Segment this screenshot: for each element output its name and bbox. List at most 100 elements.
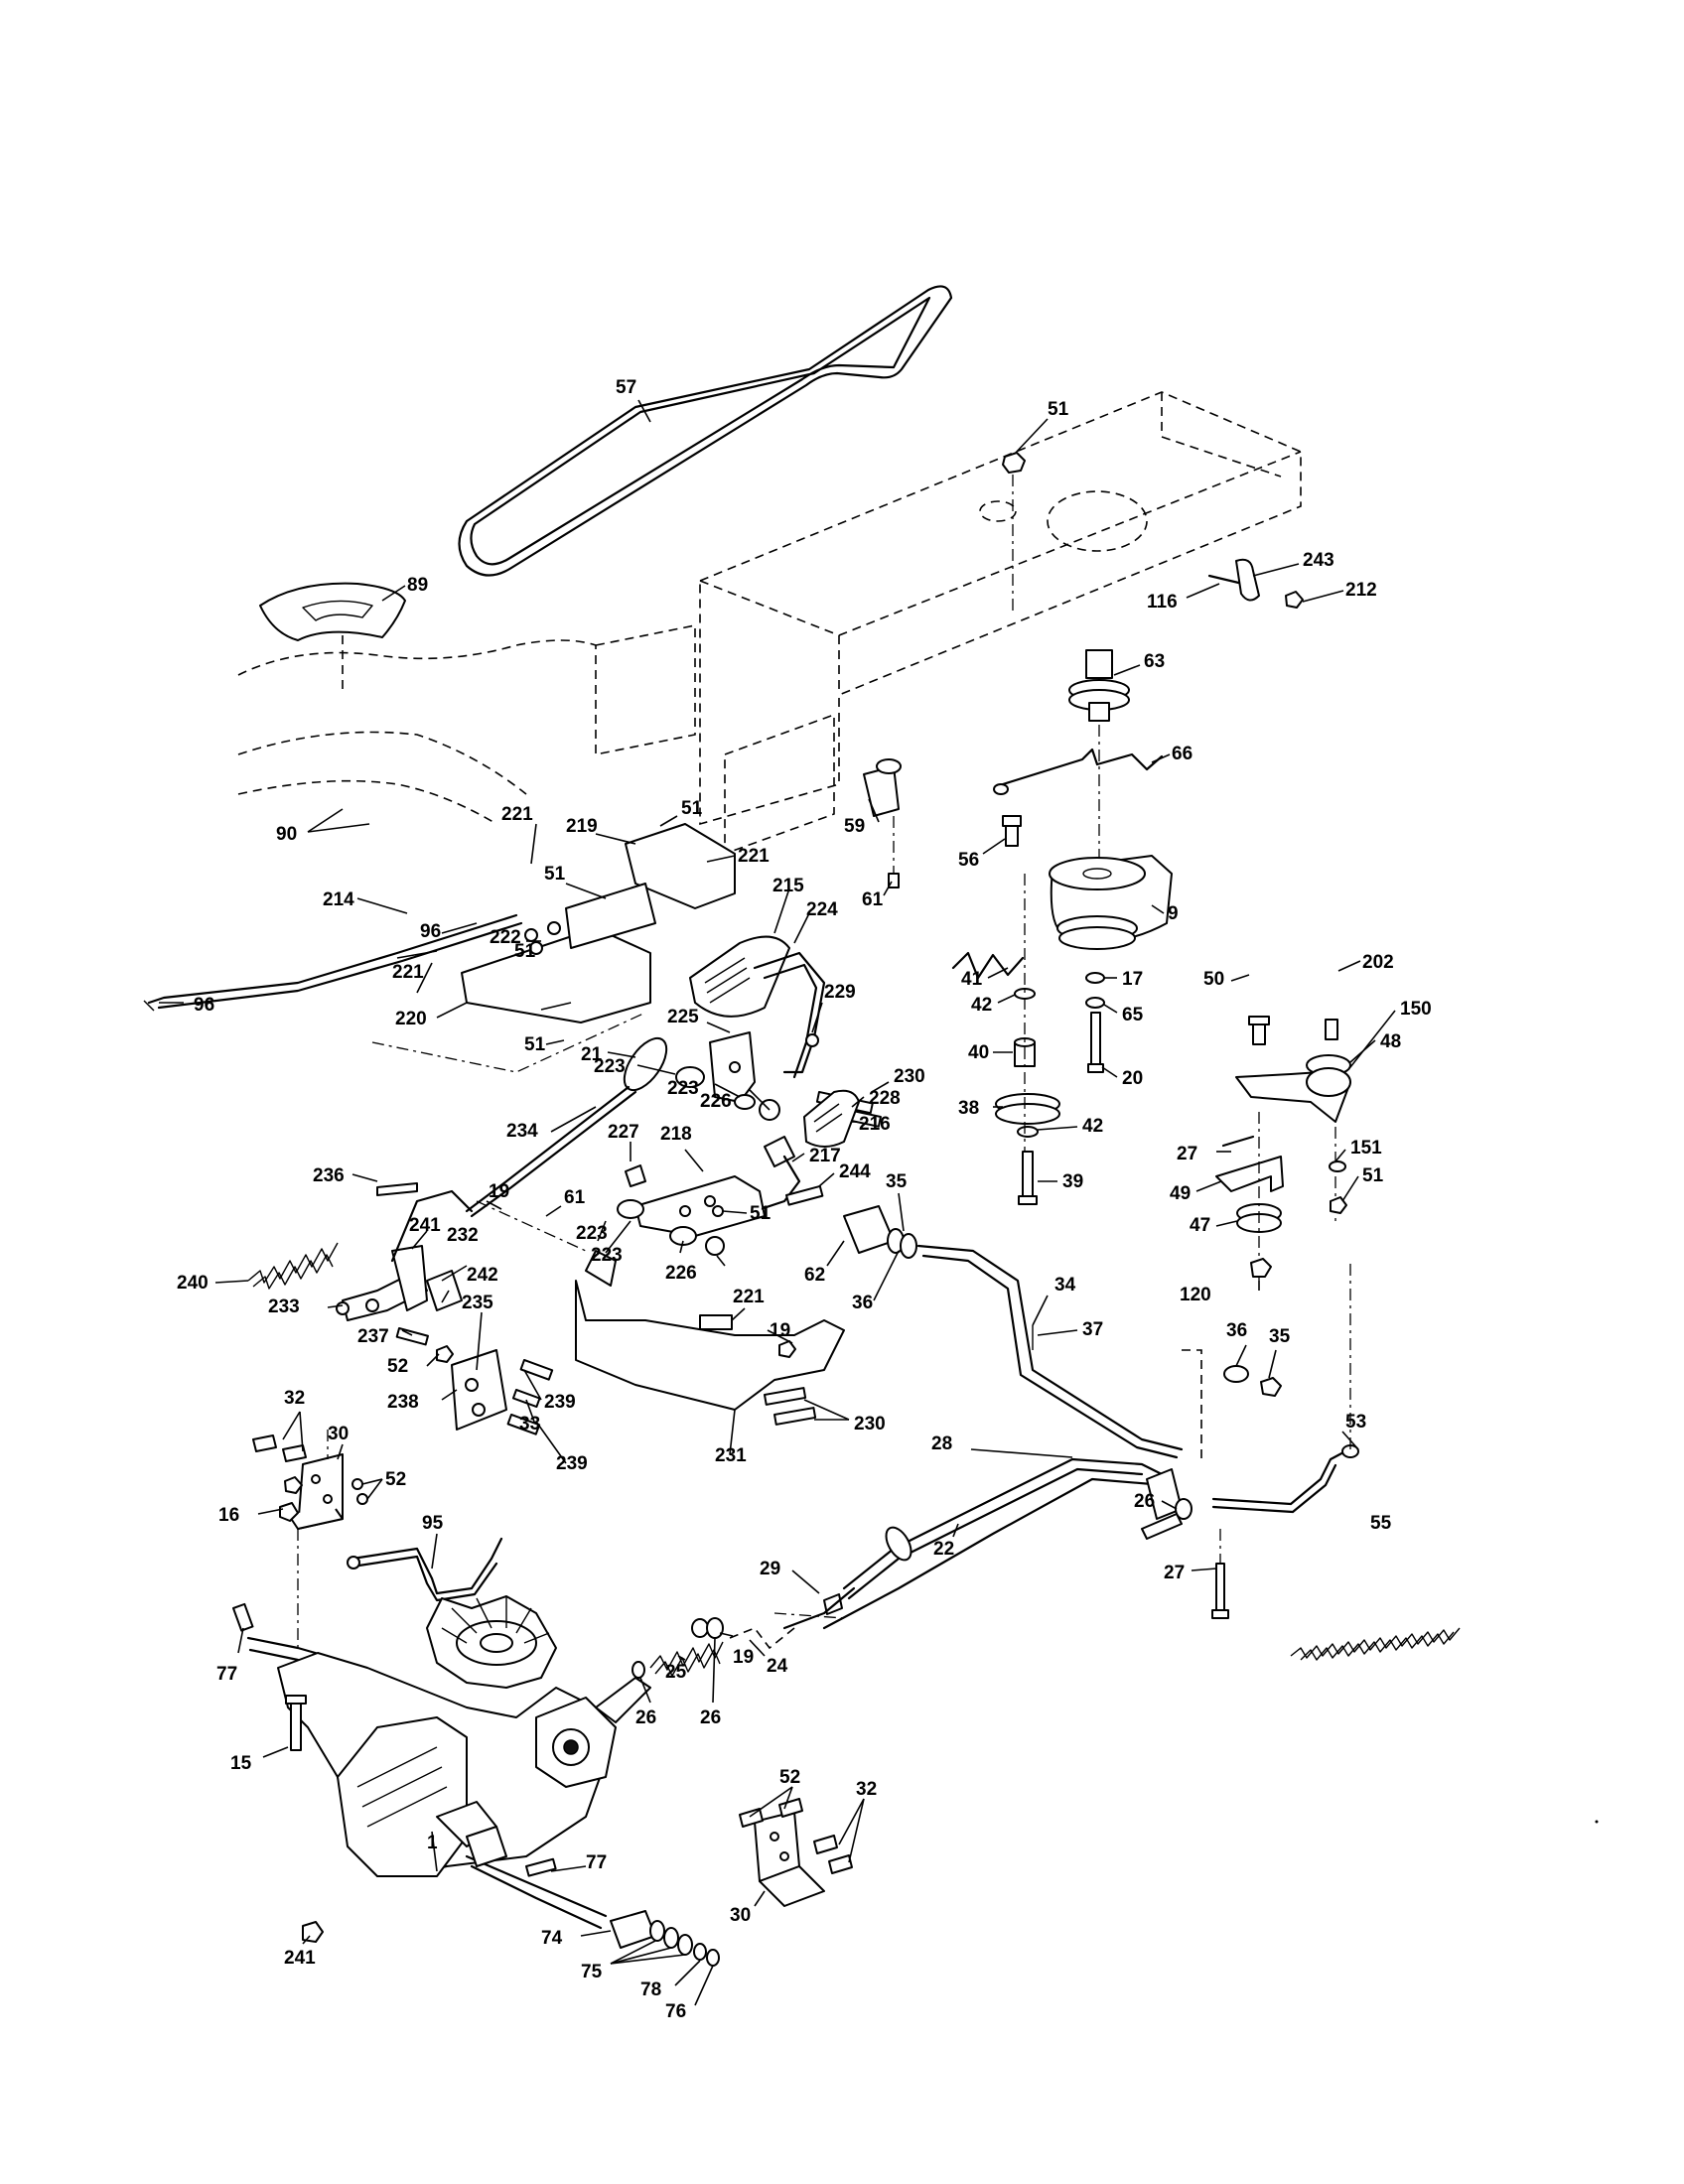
part-label-39: 39 [1062,1171,1083,1192]
part-label-26: 26 [1134,1491,1155,1512]
part-label-228: 228 [869,1088,901,1109]
part-label-150: 150 [1400,999,1432,1020]
part-label-235: 235 [462,1293,493,1313]
bracket-231 [575,1250,845,1426]
part-label-42: 42 [971,995,992,1016]
part-label-52: 52 [779,1767,800,1788]
part-label-95: 95 [422,1513,444,1534]
part-label-22: 22 [933,1539,954,1560]
rod-24 [729,1586,856,1650]
part-label-215: 215 [772,876,804,896]
part-label-230: 230 [894,1066,925,1087]
part-label-65: 65 [1122,1005,1144,1025]
part-label-96: 96 [194,995,214,1016]
part-label-219: 219 [566,816,598,837]
part-label-30: 30 [328,1424,349,1444]
part-label-221: 221 [733,1287,765,1307]
idler-pulley-47 [1215,1112,1284,1281]
part-label-27: 27 [1177,1144,1197,1164]
part-label-218: 218 [660,1124,692,1145]
bracket-30-left [252,1434,368,1648]
part-label-42: 42 [1082,1116,1103,1137]
key-77-left [232,1602,254,1632]
part-label-77: 77 [586,1852,607,1873]
part-label-37: 37 [1082,1319,1103,1340]
spring-55 [1290,1627,1461,1661]
part-label-78: 78 [640,1979,661,2000]
part-label-36: 36 [852,1293,873,1313]
part-label-35: 35 [886,1171,908,1192]
shift-arm-95 [347,1537,503,1602]
part-label-47: 47 [1190,1215,1210,1236]
brake-pedal-215 [689,935,826,1079]
part-label-32: 32 [856,1779,877,1800]
part-label-223: 223 [594,1056,626,1077]
lever-234 [465,1036,668,1218]
part-label-27: 27 [1164,1563,1185,1583]
part-label-51: 51 [514,941,536,962]
leader-lines [159,399,1396,2006]
part-label-234: 234 [506,1121,538,1142]
part-label-242: 242 [467,1265,498,1286]
part-label-51: 51 [544,864,566,885]
rod-53 [1211,1261,1359,1514]
part-label-49: 49 [1170,1183,1191,1204]
part-label-212: 212 [1345,580,1377,601]
part-label-96: 96 [420,921,441,942]
part-label-222: 222 [490,927,521,948]
bracket-220 [461,823,736,1024]
part-label-51: 51 [750,1203,772,1224]
part-label-223: 223 [591,1245,623,1266]
part-label-214: 214 [323,889,354,910]
shift-cover [259,582,406,695]
part-label-221: 221 [501,804,533,825]
part-label-239: 239 [544,1392,576,1413]
part-label-1: 1 [427,1833,438,1853]
part-label-239: 239 [556,1453,588,1474]
part-label-229: 229 [824,982,856,1003]
reference-lines [327,1012,845,1619]
part-label-221: 221 [738,846,770,867]
part-label-216: 216 [859,1114,891,1135]
part-label-220: 220 [395,1009,427,1029]
part-label-223: 223 [576,1223,608,1244]
part-label-89: 89 [407,575,428,596]
part-label-240: 240 [177,1273,209,1294]
part-label-63: 63 [1144,651,1165,672]
drive-belt [458,285,953,577]
part-label-29: 29 [760,1559,780,1579]
tractor-frame [595,391,1302,856]
part-label-53: 53 [1345,1412,1366,1433]
part-labels: 57 51 89 243 116 212 63 66 90 51 221 219… [177,377,1432,2022]
part-label-21: 21 [581,1044,603,1065]
part-label-221: 221 [392,962,424,983]
part-label-62: 62 [804,1265,825,1286]
washers-36-35 [1182,1349,1282,1459]
part-label-32: 32 [284,1388,305,1409]
part-label-90: 90 [276,824,297,845]
part-label-33: 33 [519,1414,540,1434]
part-label-36: 36 [1226,1320,1247,1341]
part-label-236: 236 [313,1165,345,1186]
washer-stack [1085,972,1105,1073]
part-label-30: 30 [730,1905,751,1926]
part-label-61: 61 [862,889,884,910]
plate-225 [675,1031,819,1121]
part-label-230: 230 [854,1414,886,1434]
part-label-35: 35 [1269,1326,1291,1347]
part-label-19: 19 [733,1647,754,1668]
part-label-227: 227 [608,1122,639,1143]
part-label-9: 9 [1168,903,1179,924]
part-label-51: 51 [524,1034,546,1055]
part-label-241: 241 [284,1948,316,1969]
part-label-51: 51 [1362,1165,1384,1186]
part-label-25: 25 [665,1662,687,1683]
part-label-26: 26 [635,1707,656,1728]
rod-66 [1001,748,1164,786]
part-label-120: 120 [1180,1285,1211,1305]
bolt-27 [1141,1513,1229,1619]
part-label-244: 244 [839,1161,871,1182]
spindle-63 [1068,649,1130,864]
part-label-116: 116 [1147,592,1178,613]
